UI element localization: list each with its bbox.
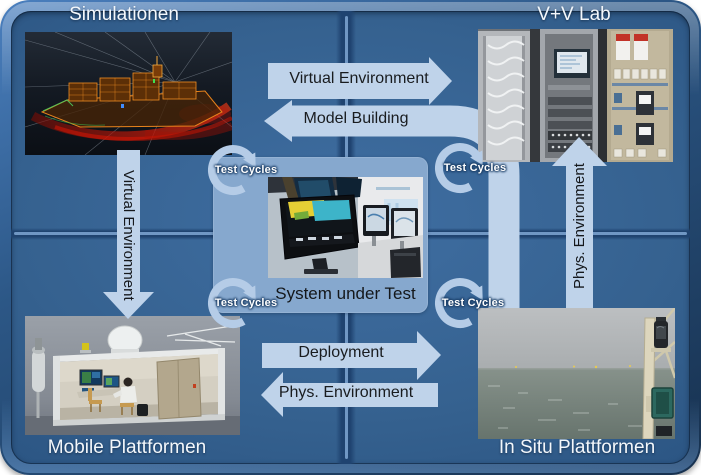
mobile-platform-photo bbox=[25, 316, 240, 435]
in-situ-photo bbox=[478, 308, 675, 439]
flight-case bbox=[390, 247, 421, 278]
horizon-lights bbox=[515, 365, 631, 369]
test-cycles-label-bottom-right: Test Cycles bbox=[441, 297, 505, 309]
control-cabinet-right bbox=[607, 29, 673, 162]
winch-device bbox=[32, 338, 45, 418]
rack-middle bbox=[540, 29, 598, 162]
equipment-cabinet bbox=[156, 357, 202, 420]
warning-beacon bbox=[82, 343, 89, 352]
backpack bbox=[137, 404, 148, 416]
operator-person bbox=[113, 377, 137, 403]
system-under-test-panel: System under Test bbox=[213, 157, 428, 313]
test-cycles-label-top-left: Test Cycles bbox=[214, 164, 278, 176]
chairs bbox=[88, 388, 134, 415]
simulation-photo bbox=[25, 32, 232, 155]
test-cycles-label-bottom-left: Test Cycles bbox=[214, 297, 278, 309]
radome bbox=[107, 325, 143, 355]
sea bbox=[478, 368, 675, 439]
sky bbox=[478, 308, 675, 372]
phys-environment-bottom-label: Phys. Environment bbox=[278, 384, 414, 401]
test-cycles-label-top-right: Test Cycles bbox=[443, 162, 507, 174]
whitecaps bbox=[488, 385, 642, 431]
quadrant-title-vv-lab: V+V Lab bbox=[537, 4, 611, 25]
virtual-environment-left-label: Virtual Environment bbox=[120, 169, 137, 301]
rack-left bbox=[478, 31, 530, 162]
quadrant-title-simulations: Simulationen bbox=[69, 4, 179, 25]
quadrant-title-in-situ-platforms: In Situ Plattformen bbox=[498, 437, 656, 458]
deployment-label: Deployment bbox=[298, 344, 384, 361]
quadrant-title-mobile-platforms: Mobile Plattformen bbox=[47, 437, 207, 458]
ship-wireframe bbox=[40, 56, 223, 128]
model-building-label: Model Building bbox=[303, 110, 409, 127]
phys-environment-right-label: Phys. Environment bbox=[571, 163, 588, 289]
virtual-environment-top-label: Virtual Environment bbox=[289, 70, 429, 87]
system-under-test-photo bbox=[268, 177, 423, 278]
ship-mast bbox=[642, 308, 675, 439]
system-under-test-label: System under Test bbox=[275, 284, 416, 303]
vv-lab-photo bbox=[478, 29, 673, 162]
